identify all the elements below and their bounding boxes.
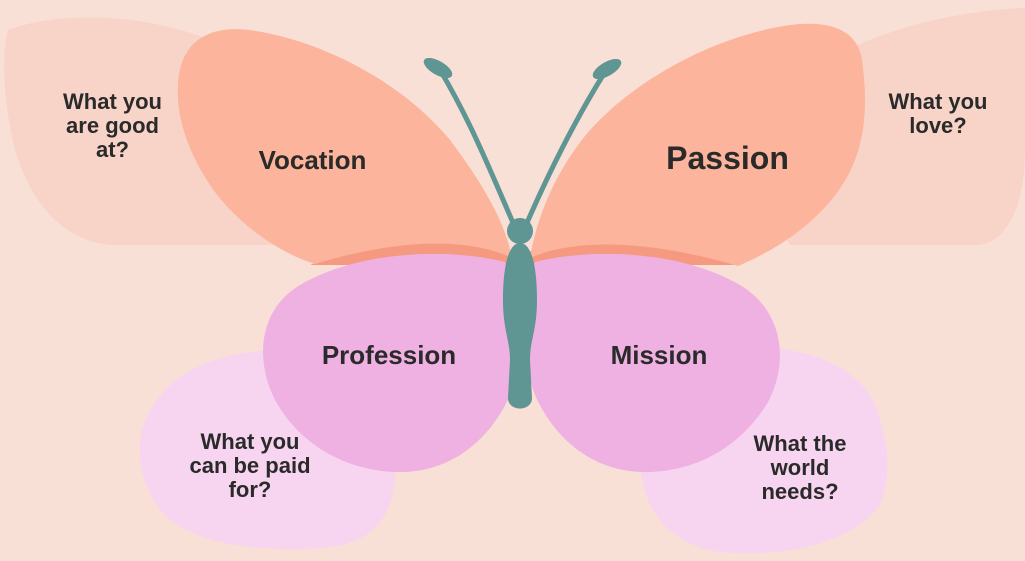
lower-left-wing xyxy=(263,253,520,473)
lower-right-title: Mission xyxy=(610,340,708,370)
lower-right-wing xyxy=(523,253,780,473)
lower-left-question: What you can be paid for? xyxy=(189,429,311,502)
right-antenna-tip xyxy=(592,58,622,80)
left-antenna-icon xyxy=(437,67,517,228)
upper-left-wing xyxy=(177,29,512,264)
butterfly-head xyxy=(507,218,533,244)
upper-right-question: What you love? xyxy=(888,89,988,138)
upper-left-title: Vocation xyxy=(258,145,367,175)
left-antenna-tip xyxy=(423,57,453,79)
butterfly-body xyxy=(503,243,537,409)
lower-right-question: What the world needs? xyxy=(753,431,847,504)
upper-left-question: What you are good at? xyxy=(63,89,162,162)
lower-left-title: Profession xyxy=(321,340,457,370)
upper-right-wing xyxy=(530,23,866,266)
upper-right-title: Passion xyxy=(666,140,789,176)
right-antenna-icon xyxy=(523,69,608,228)
